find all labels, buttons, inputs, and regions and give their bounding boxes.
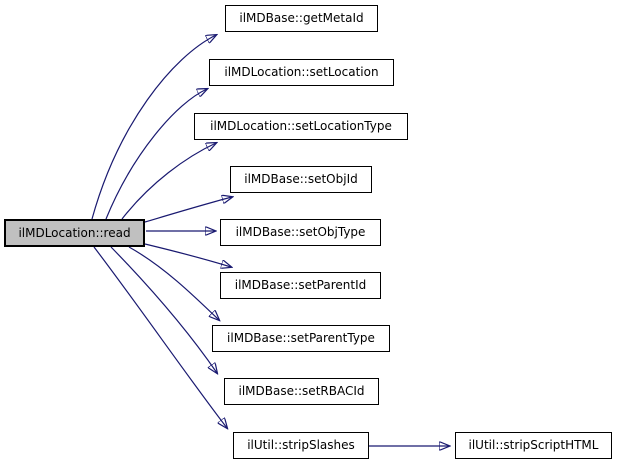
node-ilMDBase-setParentType[interactable]: ilMDBase::setParentType (212, 325, 390, 352)
edge-read-getMetaId (91, 35, 216, 220)
edge-read-stripSlashes (93, 246, 227, 428)
node-ilUtil-stripSlashes[interactable]: ilUtil::stripSlashes (233, 432, 369, 459)
edge-read-setRBACId (110, 246, 217, 373)
edge-read-setParentType (128, 246, 219, 320)
node-ilMDBase-setObjId[interactable]: ilMDBase::setObjId (230, 166, 372, 193)
node-ilUtil-stripScriptHTML[interactable]: ilUtil::stripScriptHTML (455, 432, 612, 459)
node-ilMDBase-setParentId[interactable]: ilMDBase::setParentId (220, 272, 381, 299)
edge-read-setObjId (144, 197, 232, 223)
node-ilMDBase-setObjType[interactable]: ilMDBase::setObjType (220, 219, 381, 246)
node-ilMDLocation-read[interactable]: ilMDLocation::read (4, 219, 145, 247)
node-ilMDBase-getMetaId[interactable]: ilMDBase::getMetaId (225, 5, 378, 32)
edge-read-setParentId (144, 243, 231, 267)
edge-read-setLocation (105, 89, 207, 220)
edge-read-setLocationType (121, 143, 216, 220)
node-ilMDBase-setRBACId[interactable]: ilMDBase::setRBACId (224, 378, 379, 405)
node-ilMDLocation-setLocationType[interactable]: ilMDLocation::setLocationType (194, 113, 408, 140)
node-ilMDLocation-setLocation[interactable]: ilMDLocation::setLocation (209, 59, 394, 86)
